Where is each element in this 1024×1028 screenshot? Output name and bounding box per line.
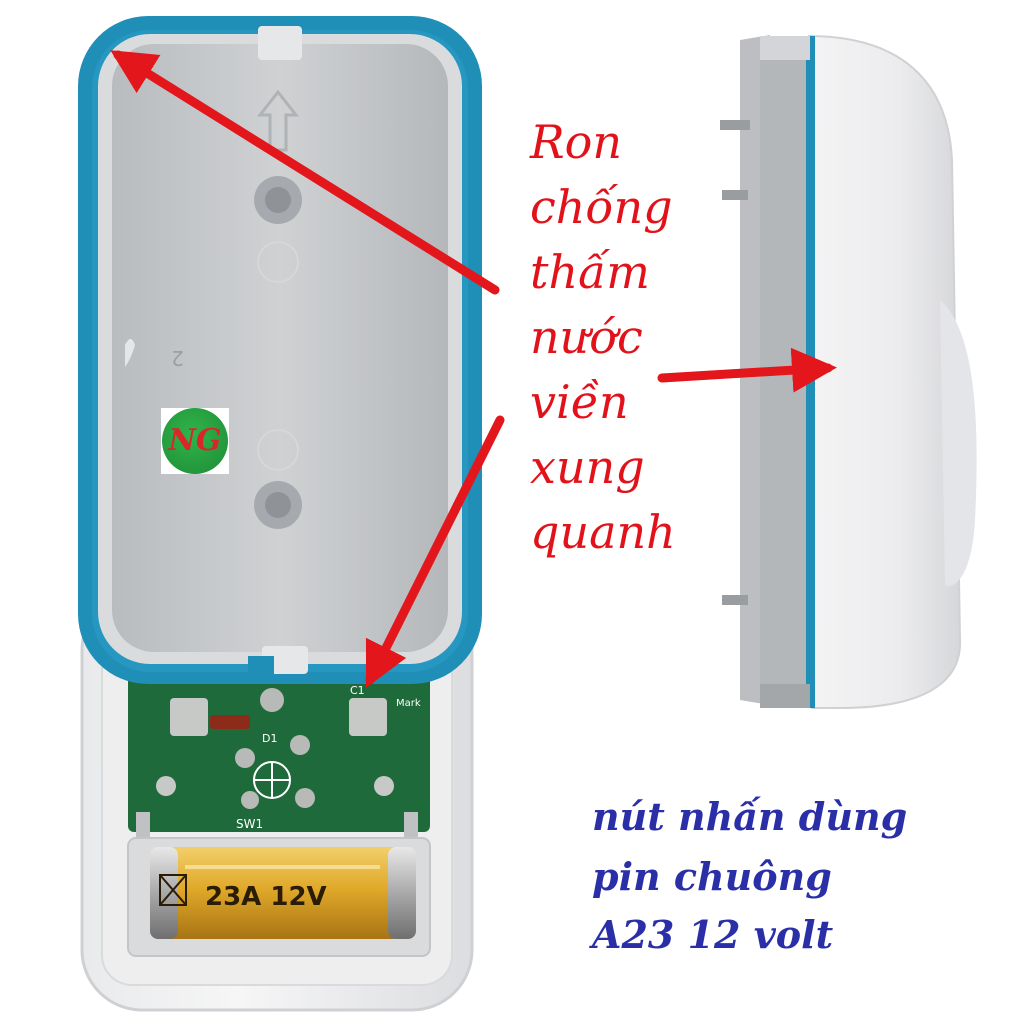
pcb-mark-label: Mark <box>396 698 421 709</box>
gasket-line-1: Ron <box>530 115 622 169</box>
gasket-line-5: viền <box>530 375 629 429</box>
battery-line-2: pin chuông <box>592 854 832 899</box>
gasket-line-4: nước <box>530 310 643 364</box>
logo-text: NG <box>168 423 222 458</box>
gasket-line-7: quanh <box>530 505 676 559</box>
left-device: SW1 D1 C1 Mark 23A 12V <box>78 16 482 1012</box>
annotation-arrows <box>110 50 837 689</box>
gasket-line-3: thấm <box>530 245 650 299</box>
circuit-board: SW1 D1 C1 Mark <box>128 672 430 842</box>
logo-circle <box>162 408 228 474</box>
back-cover: 2 <box>78 16 482 684</box>
arrow-to-side-gasket <box>657 347 837 393</box>
arrow-to-top-corner <box>110 50 500 295</box>
battery-line-3: A23 12 volt <box>592 912 834 957</box>
gasket-line-2: chống <box>530 180 673 234</box>
gasket-line-6: xung <box>530 440 645 494</box>
arrow-to-bottom-edge <box>365 415 505 689</box>
pcb-c-label: C1 <box>350 684 365 697</box>
brand-logo: NG <box>161 408 229 474</box>
pcb-d-label: D1 <box>262 732 277 745</box>
battery: 23A 12V <box>127 837 431 957</box>
case-number: 2 <box>171 346 184 370</box>
pcb-sw-label: SW1 <box>236 817 263 831</box>
battery-label: 23A 12V <box>205 882 327 912</box>
battery-line-1: nút nhấn dùng <box>592 794 908 839</box>
